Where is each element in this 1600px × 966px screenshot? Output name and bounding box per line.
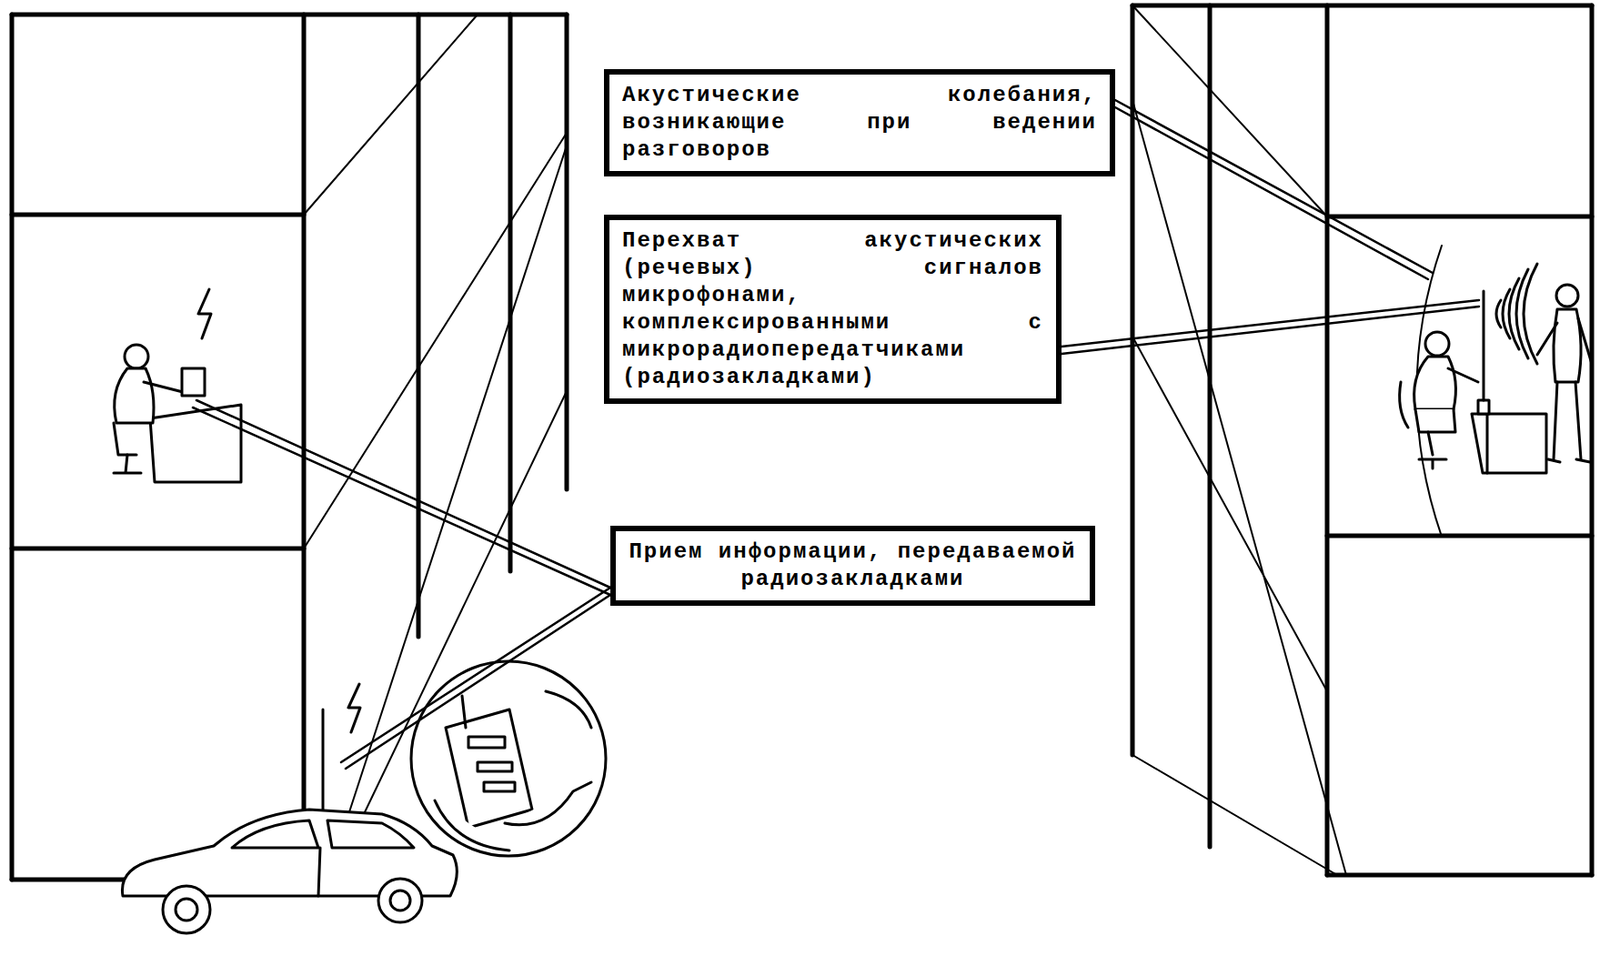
callout-text: Прием информации, передаваемой радиозакл…: [628, 538, 1077, 594]
office-scene-part: [1548, 459, 1590, 463]
office-scene-part: [1553, 309, 1581, 383]
sound-waves: [1496, 263, 1538, 364]
car: [121, 709, 457, 934]
left-building-part: [10, 14, 15, 880]
operator-scene-part: [143, 382, 187, 393]
car-part: [322, 709, 325, 810]
receiver-closeup: [411, 661, 606, 856]
receiver-closeup-part: [468, 736, 505, 748]
car-part: [162, 885, 211, 934]
receiver-closeup-part: [545, 691, 592, 728]
office-scene-part: [1448, 368, 1479, 383]
receiver-closeup-part: [462, 695, 466, 728]
left-building-perspective-part: [303, 14, 478, 215]
left-building-perspective-part: [303, 132, 567, 549]
right-building-part: [1325, 5, 1330, 876]
office-scene-part: [1415, 409, 1456, 433]
left-building: [11, 14, 567, 880]
office-scene-part: [1482, 291, 1486, 401]
right-building-part: [1589, 5, 1595, 876]
leader-lines-part: [1115, 100, 1433, 273]
right-building-part: [1132, 3, 1592, 9]
office-scene-part: [1478, 400, 1490, 414]
right-building-perspective-part: [1132, 336, 1328, 692]
operator-scene-part: [113, 454, 141, 473]
leader-lines-part: [192, 407, 611, 595]
sound-waves-part: [1496, 300, 1501, 328]
right-building-perspective-part: [1132, 754, 1338, 876]
receiver-closeup-part: [434, 800, 510, 851]
left-building-part: [11, 212, 304, 218]
office-scene-part: [1418, 432, 1447, 469]
receiver-closeup-part: [477, 762, 513, 772]
car-part: [378, 878, 423, 923]
receiver-closeup-part: [483, 782, 515, 792]
office-scene-part: [1486, 413, 1490, 473]
office-scene-part: [1471, 413, 1547, 473]
callout-box: Перехват акустических (речевых) сигналов…: [603, 214, 1062, 404]
car-part: [318, 847, 321, 896]
right-building-perspective-part: [1132, 5, 1328, 217]
leader-lines-part: [1115, 107, 1429, 280]
office-scene-part: [1414, 356, 1457, 410]
callout-box: Акустические колебания, возникающие при …: [603, 69, 1116, 177]
office-scene-part: [1537, 322, 1558, 355]
right-building-perspective: [1132, 5, 1347, 876]
operator-scene-part: [124, 344, 149, 369]
receiver-closeup-part: [411, 661, 606, 856]
right-building-part: [1207, 5, 1213, 847]
receiver-closeup-part: [504, 782, 592, 826]
receiver-closeup-part: [445, 709, 533, 828]
leader-lines-part: [196, 400, 611, 588]
leader-lines: [192, 100, 1480, 769]
leader-lines-part: [341, 587, 611, 763]
car-part: [327, 820, 414, 848]
leader-lines-part: [1061, 300, 1480, 347]
leader-lines-part: [1061, 306, 1480, 354]
left-building-part: [11, 546, 304, 552]
car-part: [175, 898, 198, 921]
callout-text: Акустические колебания, возникающие при …: [622, 81, 1097, 164]
car-part: [390, 890, 411, 911]
left-building-part: [508, 14, 514, 572]
radio-signal-bolt: [198, 289, 212, 339]
sound-waves-part: [1523, 263, 1538, 364]
office-scene-part: [1399, 382, 1409, 428]
operator-scene-part: [114, 368, 154, 423]
office-scene-part: [1553, 382, 1581, 460]
office-scene-part: [1578, 318, 1592, 364]
left-building-part: [11, 12, 567, 18]
operator-scene: [113, 344, 242, 483]
right-building-part: [1327, 214, 1592, 220]
callout-text: Перехват акустических (речевых) сигналов…: [622, 227, 1044, 392]
right-building-part: [1327, 533, 1592, 539]
right-building-part: [1327, 873, 1592, 878]
car-signal-bolt: [348, 684, 361, 733]
left-building-part: [416, 14, 422, 637]
right-building: [1132, 5, 1592, 876]
office-scene-part: [1556, 284, 1579, 307]
car-part: [231, 820, 319, 848]
left-building-part: [564, 14, 570, 490]
office-scene-part: [1425, 332, 1450, 356]
operator-scene-part: [113, 422, 137, 455]
operator-scene-part: [181, 368, 205, 396]
leader-lines-part: [345, 594, 611, 769]
operator-scene-part: [150, 404, 242, 483]
callout-box: Прием информации, передаваемой радиозакл…: [610, 525, 1096, 606]
